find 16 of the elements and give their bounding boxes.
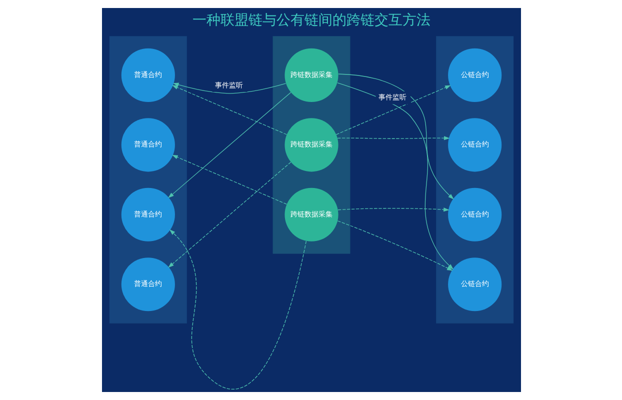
diagram-title: 一种联盟链与公有链间的跨链交互方法	[192, 12, 430, 29]
arrow	[336, 220, 452, 271]
arrow	[337, 208, 449, 212]
arrow	[335, 85, 450, 135]
arrow	[168, 92, 291, 198]
arrow	[336, 82, 454, 270]
arrow	[336, 136, 450, 140]
arrow	[168, 229, 306, 390]
arrow	[172, 154, 286, 205]
arrow	[172, 85, 286, 135]
arrow	[338, 74, 454, 200]
cluster	[108, 36, 186, 324]
arrow	[168, 162, 291, 268]
arrow	[172, 82, 286, 94]
cluster	[272, 36, 350, 254]
cluster	[436, 36, 514, 324]
